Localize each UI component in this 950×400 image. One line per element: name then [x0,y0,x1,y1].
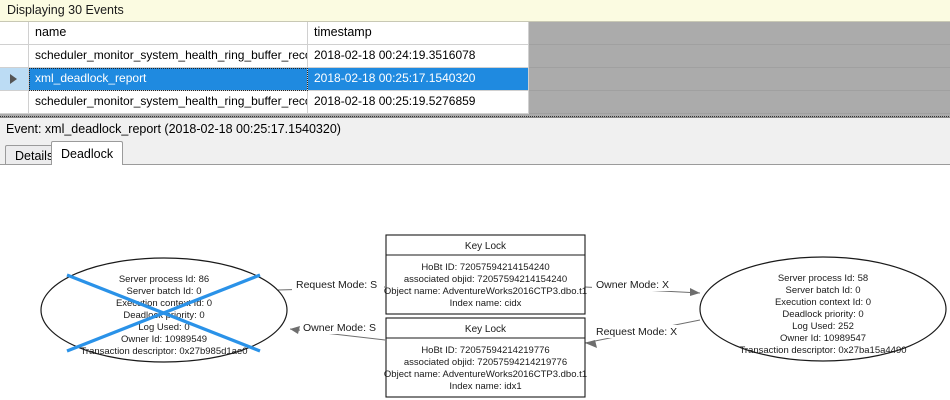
process-right-line-5: Owner Id: 10989547 [780,333,866,344]
key-lock-bottom-line-2: Object name: AdventureWorks2016CTP3.dbo.… [384,369,587,380]
process-left-line-2: Execution context Id: 0 [116,298,212,309]
tab-deadlock[interactable]: Deadlock [51,141,124,165]
row-selector-cell[interactable] [0,68,29,91]
key-lock-bottom-line-0: HoBt ID: 72057594214219776 [421,345,549,356]
process-left-line-3: Deadlock priority: 0 [123,310,204,321]
events-grid[interactable]: name timestamp scheduler_monitor_system_… [0,22,950,117]
key-lock-top-line-2: Object name: AdventureWorks2016CTP3.dbo.… [384,286,587,297]
tab-details[interactable]: Details [5,145,64,165]
key-lock-top-title: Key Lock [465,241,507,252]
key-lock-top-line-3: Index name: cidx [450,298,522,309]
event-detail-caption: Event: xml_deadlock_report (2018-02-18 0… [0,117,950,139]
grid-header-name[interactable]: name [29,22,308,45]
table-row[interactable]: scheduler_monitor_system_health_ring_buf… [0,91,950,114]
row-name-cell[interactable]: scheduler_monitor_system_health_ring_buf… [29,91,308,114]
edge-right-request-bottom: Request Mode: X [584,319,701,348]
edge-left-request-top-label: Request Mode: S [296,279,377,291]
victim-cross-icon [66,273,261,353]
process-right-line-6: Transaction descriptor: 0x27ba15a4490 [739,345,906,356]
row-name-cell[interactable]: scheduler_monitor_system_health_ring_buf… [29,45,308,68]
edge-bottom-owner-left-label: Owner Mode: S [303,322,376,334]
table-row[interactable]: scheduler_monitor_system_health_ring_buf… [0,45,950,68]
row-timestamp-cell[interactable]: 2018-02-18 00:25:19.5276859 [308,91,529,114]
process-left-line-0: Server process Id: 86 [119,274,209,285]
process-right-line-0: Server process Id: 58 [778,273,868,284]
edge-left-request-top: Request Mode: S [277,278,386,291]
process-right-line-3: Deadlock priority: 0 [782,309,863,320]
row-filler [529,91,950,114]
process-left-line-4: Log Used: 0 [138,322,189,333]
process-node-left[interactable]: Server process Id: 86 Server batch Id: 0… [40,257,288,363]
process-right-line-2: Execution context Id: 0 [775,297,871,308]
key-lock-bottom-line-1: associated objid: 72057594214219776 [404,357,567,368]
deadlock-graph-pane[interactable]: Request Mode: S Owner Mode: X Owner Mode… [0,164,950,400]
row-name-cell[interactable]: xml_deadlock_report [29,68,308,91]
row-filler [529,68,950,91]
grid-header-timestamp[interactable]: timestamp [308,22,529,45]
process-left-line-1: Server batch Id: 0 [127,286,202,297]
edge-top-owner-right: Owner Mode: X [584,278,701,296]
edge-bottom-owner-left: Owner Mode: S [289,321,388,341]
row-selector-cell[interactable] [0,45,29,68]
event-detail-caption-text: Event: xml_deadlock_report (2018-02-18 0… [6,122,341,136]
detail-tab-strip: Details Deadlock [0,139,950,165]
events-status-text: Displaying 30 Events [7,3,124,17]
process-right-line-4: Log Used: 252 [792,321,854,332]
edge-right-request-bottom-label: Request Mode: X [596,326,677,338]
key-lock-bottom-title: Key Lock [465,324,507,335]
deadlock-graph-canvas[interactable]: Request Mode: S Owner Mode: X Owner Mode… [0,165,950,400]
row-selector-arrow-icon [10,74,17,84]
process-right-line-1: Server batch Id: 0 [786,285,861,296]
row-filler [529,45,950,68]
row-timestamp-cell[interactable]: 2018-02-18 00:24:19.3516078 [308,45,529,68]
table-row-selected[interactable]: xml_deadlock_report 2018-02-18 00:25:17.… [0,68,950,91]
resource-node-key-lock-bottom[interactable]: Key Lock HoBt ID: 72057594214219776 asso… [384,317,587,398]
grid-header-row: name timestamp [0,22,950,45]
key-lock-top-line-1: associated objid: 72057594214154240 [404,274,567,285]
grid-header-selector-cell [0,22,29,45]
resource-node-key-lock-top[interactable]: Key Lock HoBt ID: 72057594214154240 asso… [384,234,587,315]
edge-top-owner-right-label: Owner Mode: X [596,279,669,291]
events-status-bar: Displaying 30 Events [0,0,950,22]
row-timestamp-cell[interactable]: 2018-02-18 00:25:17.1540320 [308,68,529,91]
process-left-line-6: Transaction descriptor: 0x27b985d1ae0 [80,346,247,357]
process-node-right[interactable]: Server process Id: 58 Server batch Id: 0… [699,256,947,362]
grid-header-filler [529,22,950,45]
process-left-line-5: Owner Id: 10989549 [121,334,207,345]
key-lock-top-line-0: HoBt ID: 72057594214154240 [421,262,549,273]
key-lock-bottom-line-3: Index name: idx1 [449,381,521,392]
row-selector-cell[interactable] [0,91,29,114]
